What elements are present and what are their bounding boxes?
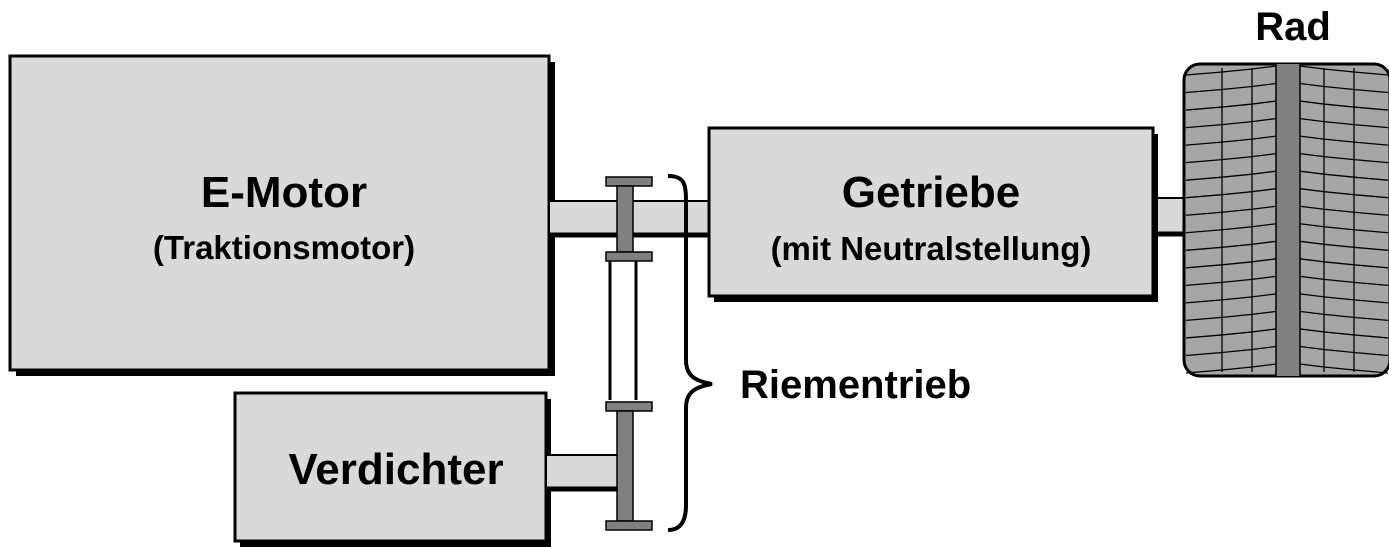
motor-pulley [605,176,653,262]
belt-lines [608,258,638,400]
wheel-title: Rad [1255,5,1331,49]
compressor-title: Verdichter [288,445,503,494]
gearbox-title: Getriebe [842,168,1021,217]
compressor-shaft [545,454,623,492]
e-motor-block: E-Motor (Traktionsmotor) [8,54,555,376]
e-motor-title: E-Motor [201,168,367,217]
gearbox-subtitle: (mit Neutralstellung) [771,230,1092,267]
e-motor-subtitle: (Traktionsmotor) [153,229,415,266]
belt-brace [667,174,713,532]
belt-label: Riementrieb [740,363,971,407]
compressor-block: Verdichter [233,391,551,547]
compressor-pulley [605,401,653,531]
wheel-tire-icon [1182,62,1389,378]
gearbox-block: Getriebe (mit Neutralstellung) [707,126,1158,302]
